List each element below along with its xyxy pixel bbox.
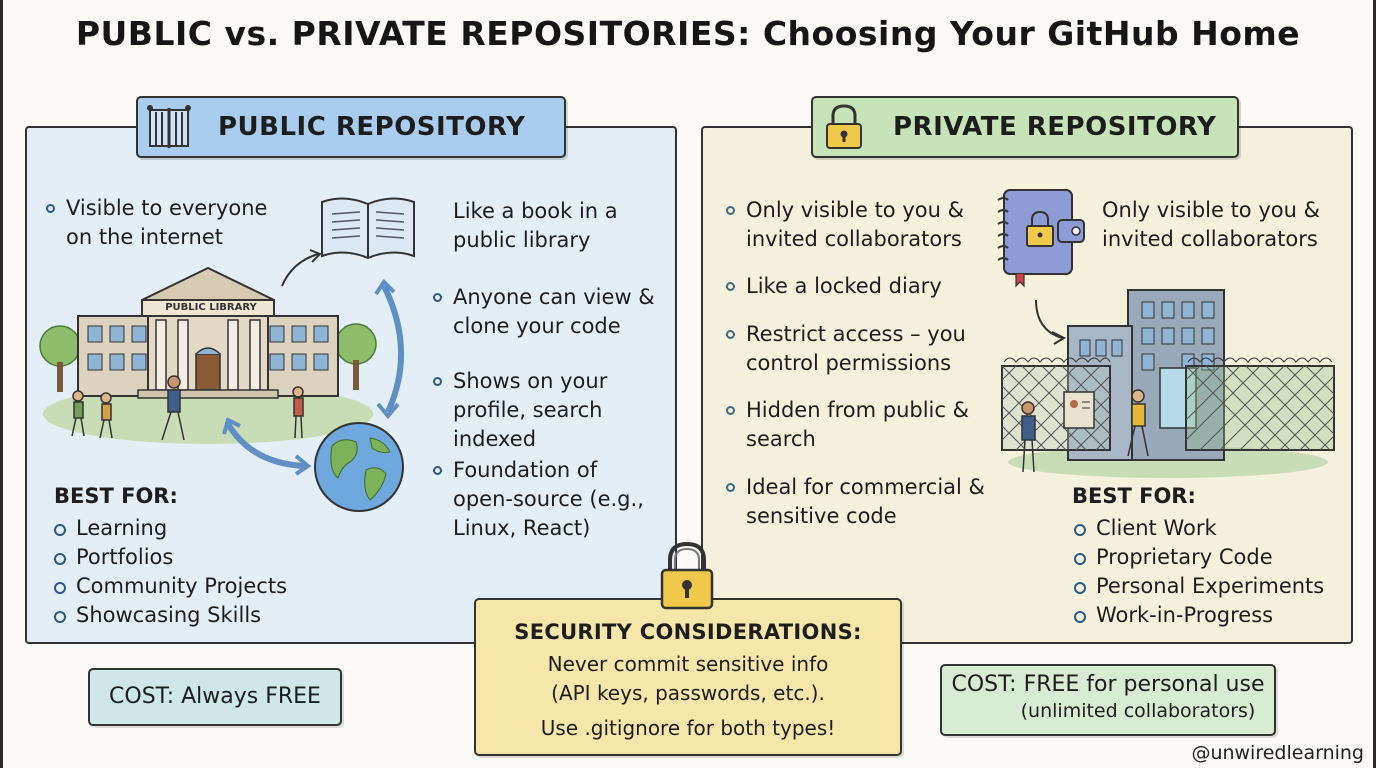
security-considerations-box: SECURITY CONSIDERATIONS: Never commit se… [474,598,902,756]
public-library-illustration [39,266,377,444]
list-item: Work-in-Progress [1074,601,1324,630]
author-handle: @unwiredlearning [1191,742,1364,764]
public-heading: PUBLIC REPOSITORY [218,112,526,142]
security-heading: SECURITY CONSIDERATIONS: [514,620,862,644]
gate-icon [138,98,200,156]
arrow-to-building [1035,299,1067,345]
private-bullet-3: Hidden from public & search [726,396,976,454]
list-item: Portfolios [54,543,287,572]
list-item: Showcasing Skills [54,601,287,630]
private-banner: PRIVATE REPOSITORY [811,96,1239,158]
private-best-for-title: BEST FOR: [1072,484,1196,508]
list-item: Client Work [1074,514,1324,543]
page-title: PUBLIC vs. PRIVATE REPOSITORIES: Choosin… [75,14,1301,53]
library-sign: PUBLIC LIBRARY [165,302,257,313]
public-bullet-0: Anyone can view & clone your code [433,283,663,341]
secure-building-illustration [1001,289,1335,478]
public-banner: PUBLIC REPOSITORY [136,96,566,158]
private-best-for-list: Client Work Proprietary Code Personal Ex… [1074,514,1324,630]
private-cost-sub: (unlimited collaborators) [1020,700,1256,722]
private-cost-badge: COST: FREE for personal use (unlimited c… [940,664,1276,736]
arrow-to-book [281,249,322,287]
open-book-icon [321,197,415,260]
list-item: Personal Experiments [1074,572,1324,601]
list-item: Community Projects [54,572,287,601]
frame-edge-left [0,0,3,768]
private-bullet-1: Like a locked diary [726,272,986,301]
security-line-1: Never commit sensitive info [547,652,829,676]
list-item: Learning [54,514,287,543]
private-heading: PRIVATE REPOSITORY [893,112,1217,142]
security-line-3: Use .gitignore for both types! [540,716,836,740]
public-bullet-visible: Visible to everyone on the internet [46,194,296,252]
padlock-icon [813,98,875,156]
diary-caption: Only visible to you & invited collaborat… [1102,198,1320,251]
public-cost-badge: COST: Always FREE [88,668,342,726]
private-bullet-2: Restrict access – you control permission… [726,320,996,378]
public-best-for-list: Learning Portfolios Community Projects S… [54,514,287,630]
private-bullet-0: Only visible to you & invited collaborat… [726,196,986,254]
private-cost-main: COST: FREE for personal use [951,672,1265,697]
public-best-for-title: BEST FOR: [54,484,178,508]
list-item: Proprietary Code [1074,543,1324,572]
globe-icon [314,422,404,512]
arrow-people-globe [222,417,312,476]
arrow-book-globe [374,278,404,420]
frame-edge-right [1373,0,1376,768]
private-bullet-4: Ideal for commercial & sensitive code [726,473,986,531]
locked-diary-icon [997,189,1085,288]
public-bullet-2: Foundation of open-source (e.g., Linux, … [433,456,663,543]
security-line-2: (API keys, passwords, etc.). [551,681,825,705]
public-analogy: Like a book in a public library [453,199,618,252]
security-padlock-icon [660,541,714,610]
public-bullet-1: Shows on your profile, search indexed [433,367,653,454]
